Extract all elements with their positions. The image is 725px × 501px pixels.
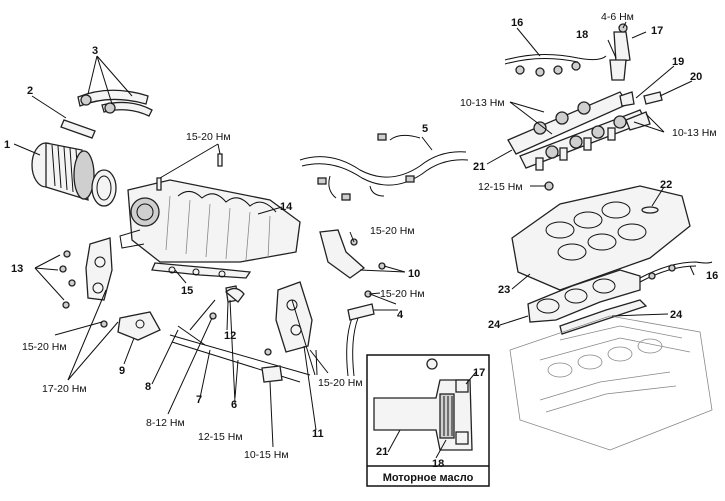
callout-24-right: 24 — [670, 309, 683, 321]
torque-17-20: 17-20 Нм — [42, 383, 87, 395]
torque-15-20-left: 15-20 Нм — [22, 341, 67, 353]
callout-numbers: 1 2 3 4 5 6 7 8 9 10 11 12 13 14 15 16 1… — [4, 17, 718, 470]
callout-22: 22 — [660, 179, 672, 191]
callout-20: 20 — [690, 71, 702, 83]
inset-detail — [366, 354, 490, 487]
intake-manifold-upper — [119, 179, 301, 263]
callout-24-left: 24 — [488, 319, 501, 331]
pipe-4 — [346, 290, 397, 377]
callout-13: 13 — [11, 263, 23, 275]
vacuum-hoses — [77, 89, 153, 117]
engine-block — [509, 315, 713, 451]
callout-21-inset: 21 — [376, 446, 388, 458]
torque-10-13-right: 10-13 Нм — [672, 127, 717, 139]
torque-12-15-lower: 12-15 Нм — [198, 431, 243, 443]
callout-7: 7 — [196, 394, 202, 406]
callout-12: 12 — [224, 330, 236, 342]
torque-15-20-pipe4: 15-20 Нм — [380, 288, 425, 300]
fuel-rail-assembly — [504, 23, 663, 171]
callout-18-top: 18 — [576, 29, 588, 41]
torque-4-6: 4-6 Нм — [601, 11, 634, 23]
seal-22 — [641, 206, 659, 214]
callout-16-lower: 16 — [706, 270, 718, 282]
torque-15-20-top: 15-20 Нм — [186, 131, 231, 143]
manifold-top-bolts — [156, 153, 223, 191]
callout-15: 15 — [181, 285, 193, 297]
callout-17-top: 17 — [651, 25, 663, 37]
callout-23: 23 — [498, 284, 510, 296]
callout-21: 21 — [473, 161, 485, 173]
torque-15-20-bottom: 15-20 Нм — [318, 377, 363, 389]
callout-18-inset: 18 — [432, 458, 444, 470]
manifold-gasket — [151, 262, 252, 279]
bracket-11 — [275, 281, 313, 353]
left-bracket — [59, 237, 113, 309]
clip-12 — [224, 287, 245, 303]
callout-1: 1 — [4, 139, 10, 151]
small-bracket-9 — [100, 311, 161, 341]
callout-9: 9 — [119, 365, 125, 377]
leader-lines — [13, 21, 695, 459]
callout-4: 4 — [397, 309, 404, 321]
torque-10-15: 10-15 Нм — [244, 449, 289, 461]
torque-12-15-rail: 12-15 Нм — [478, 181, 523, 193]
callout-11: 11 — [312, 428, 324, 440]
intake-manifold-lower — [511, 181, 691, 291]
bracket-10 — [319, 229, 386, 279]
callout-10: 10 — [408, 268, 420, 280]
torque-labels: 4-6 Нм 10-13 Нм 10-13 Нм 12-15 Нм 15-20 … — [22, 11, 717, 461]
callout-2: 2 — [27, 85, 33, 97]
wiring-harness — [299, 133, 469, 201]
callout-16-top: 16 — [511, 17, 523, 29]
callout-17-inset: 17 — [473, 367, 485, 379]
torque-10-13-left: 10-13 Нм — [460, 97, 505, 109]
callout-14: 14 — [280, 201, 293, 213]
callout-3: 3 — [92, 45, 98, 57]
torque-8-12: 8-12 Нм — [146, 417, 185, 429]
callout-5: 5 — [422, 123, 428, 135]
callout-8: 8 — [145, 381, 151, 393]
inset-caption: Моторное масло — [383, 472, 474, 484]
callout-6: 6 — [231, 399, 237, 411]
callout-19: 19 — [672, 56, 684, 68]
air-intake-bellows-hose — [31, 142, 117, 207]
small-tube — [60, 119, 96, 139]
torque-15-20-bracket10: 15-20 Нм — [370, 225, 415, 237]
